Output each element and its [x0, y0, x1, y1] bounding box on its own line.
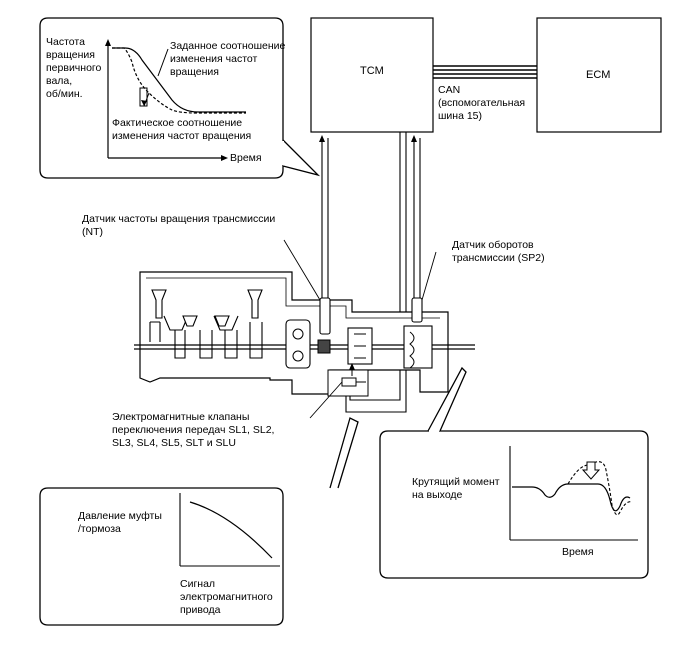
- solenoid-signal-label: Сигнал электромагнитного привода: [180, 578, 273, 616]
- solenoid-valve: [341, 377, 357, 387]
- torque-curve-dashed: [567, 461, 633, 516]
- target-ratio-label: Заданное соотношение изменения частот вр…: [170, 40, 286, 78]
- input-speed-graph: [39, 17, 321, 179]
- actual-speed-curve: [112, 47, 246, 114]
- tcm-label: TCM: [360, 65, 384, 77]
- target-speed-curve: [112, 47, 246, 113]
- nt-sensor-label: Датчик частоты вращения трансмиссии (NT): [82, 213, 276, 238]
- tcm-box: [310, 17, 434, 133]
- torque-graph-time-label: Время: [562, 546, 594, 558]
- solenoid-valves-label: Электромагнитные клапаны переключения пе…: [112, 411, 275, 449]
- torque-graph: [379, 366, 649, 579]
- pressure-curve: [189, 501, 273, 559]
- can-bus-label: CAN (вспомогательная шина 15): [438, 84, 526, 122]
- can-bus-lines: [433, 65, 537, 79]
- sp2-sensor-label: Датчик оборотов трансмиссии (SP2): [452, 239, 545, 264]
- top-graph-time-label: Время: [230, 152, 262, 164]
- torque-reduction-arrow: [581, 461, 601, 480]
- actual-ratio-label: Фактическое соотношение изменения частот…: [112, 117, 252, 142]
- sp2-sensor: [411, 297, 423, 323]
- ecm-label: ECM: [586, 69, 611, 81]
- input-speed-axis-label: Частота вращения первичного вала, об/мин…: [46, 36, 102, 100]
- ecm-box: [536, 17, 662, 133]
- nt-sensor: [319, 297, 331, 335]
- output-torque-label: Крутящий момент на выходе: [412, 476, 500, 501]
- signal-wires: [319, 132, 421, 413]
- transmission-schematic: [134, 271, 475, 397]
- pressure-graph: [39, 417, 359, 626]
- pressure-axis-label: Давление муфты /тормоза: [78, 510, 162, 535]
